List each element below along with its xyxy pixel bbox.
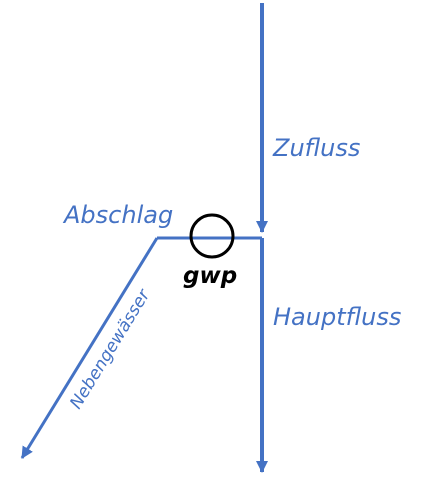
gauge-label: gwp (183, 263, 237, 289)
gauge-circle (189, 213, 235, 259)
inflow-label: Zufluss (272, 134, 360, 162)
diversion-label: Abschlag (62, 201, 173, 229)
main-river-label: Hauptfluss (273, 303, 401, 331)
tributary-arrow (20, 237, 159, 459)
tributary-label: Nebengewässer (66, 285, 155, 412)
